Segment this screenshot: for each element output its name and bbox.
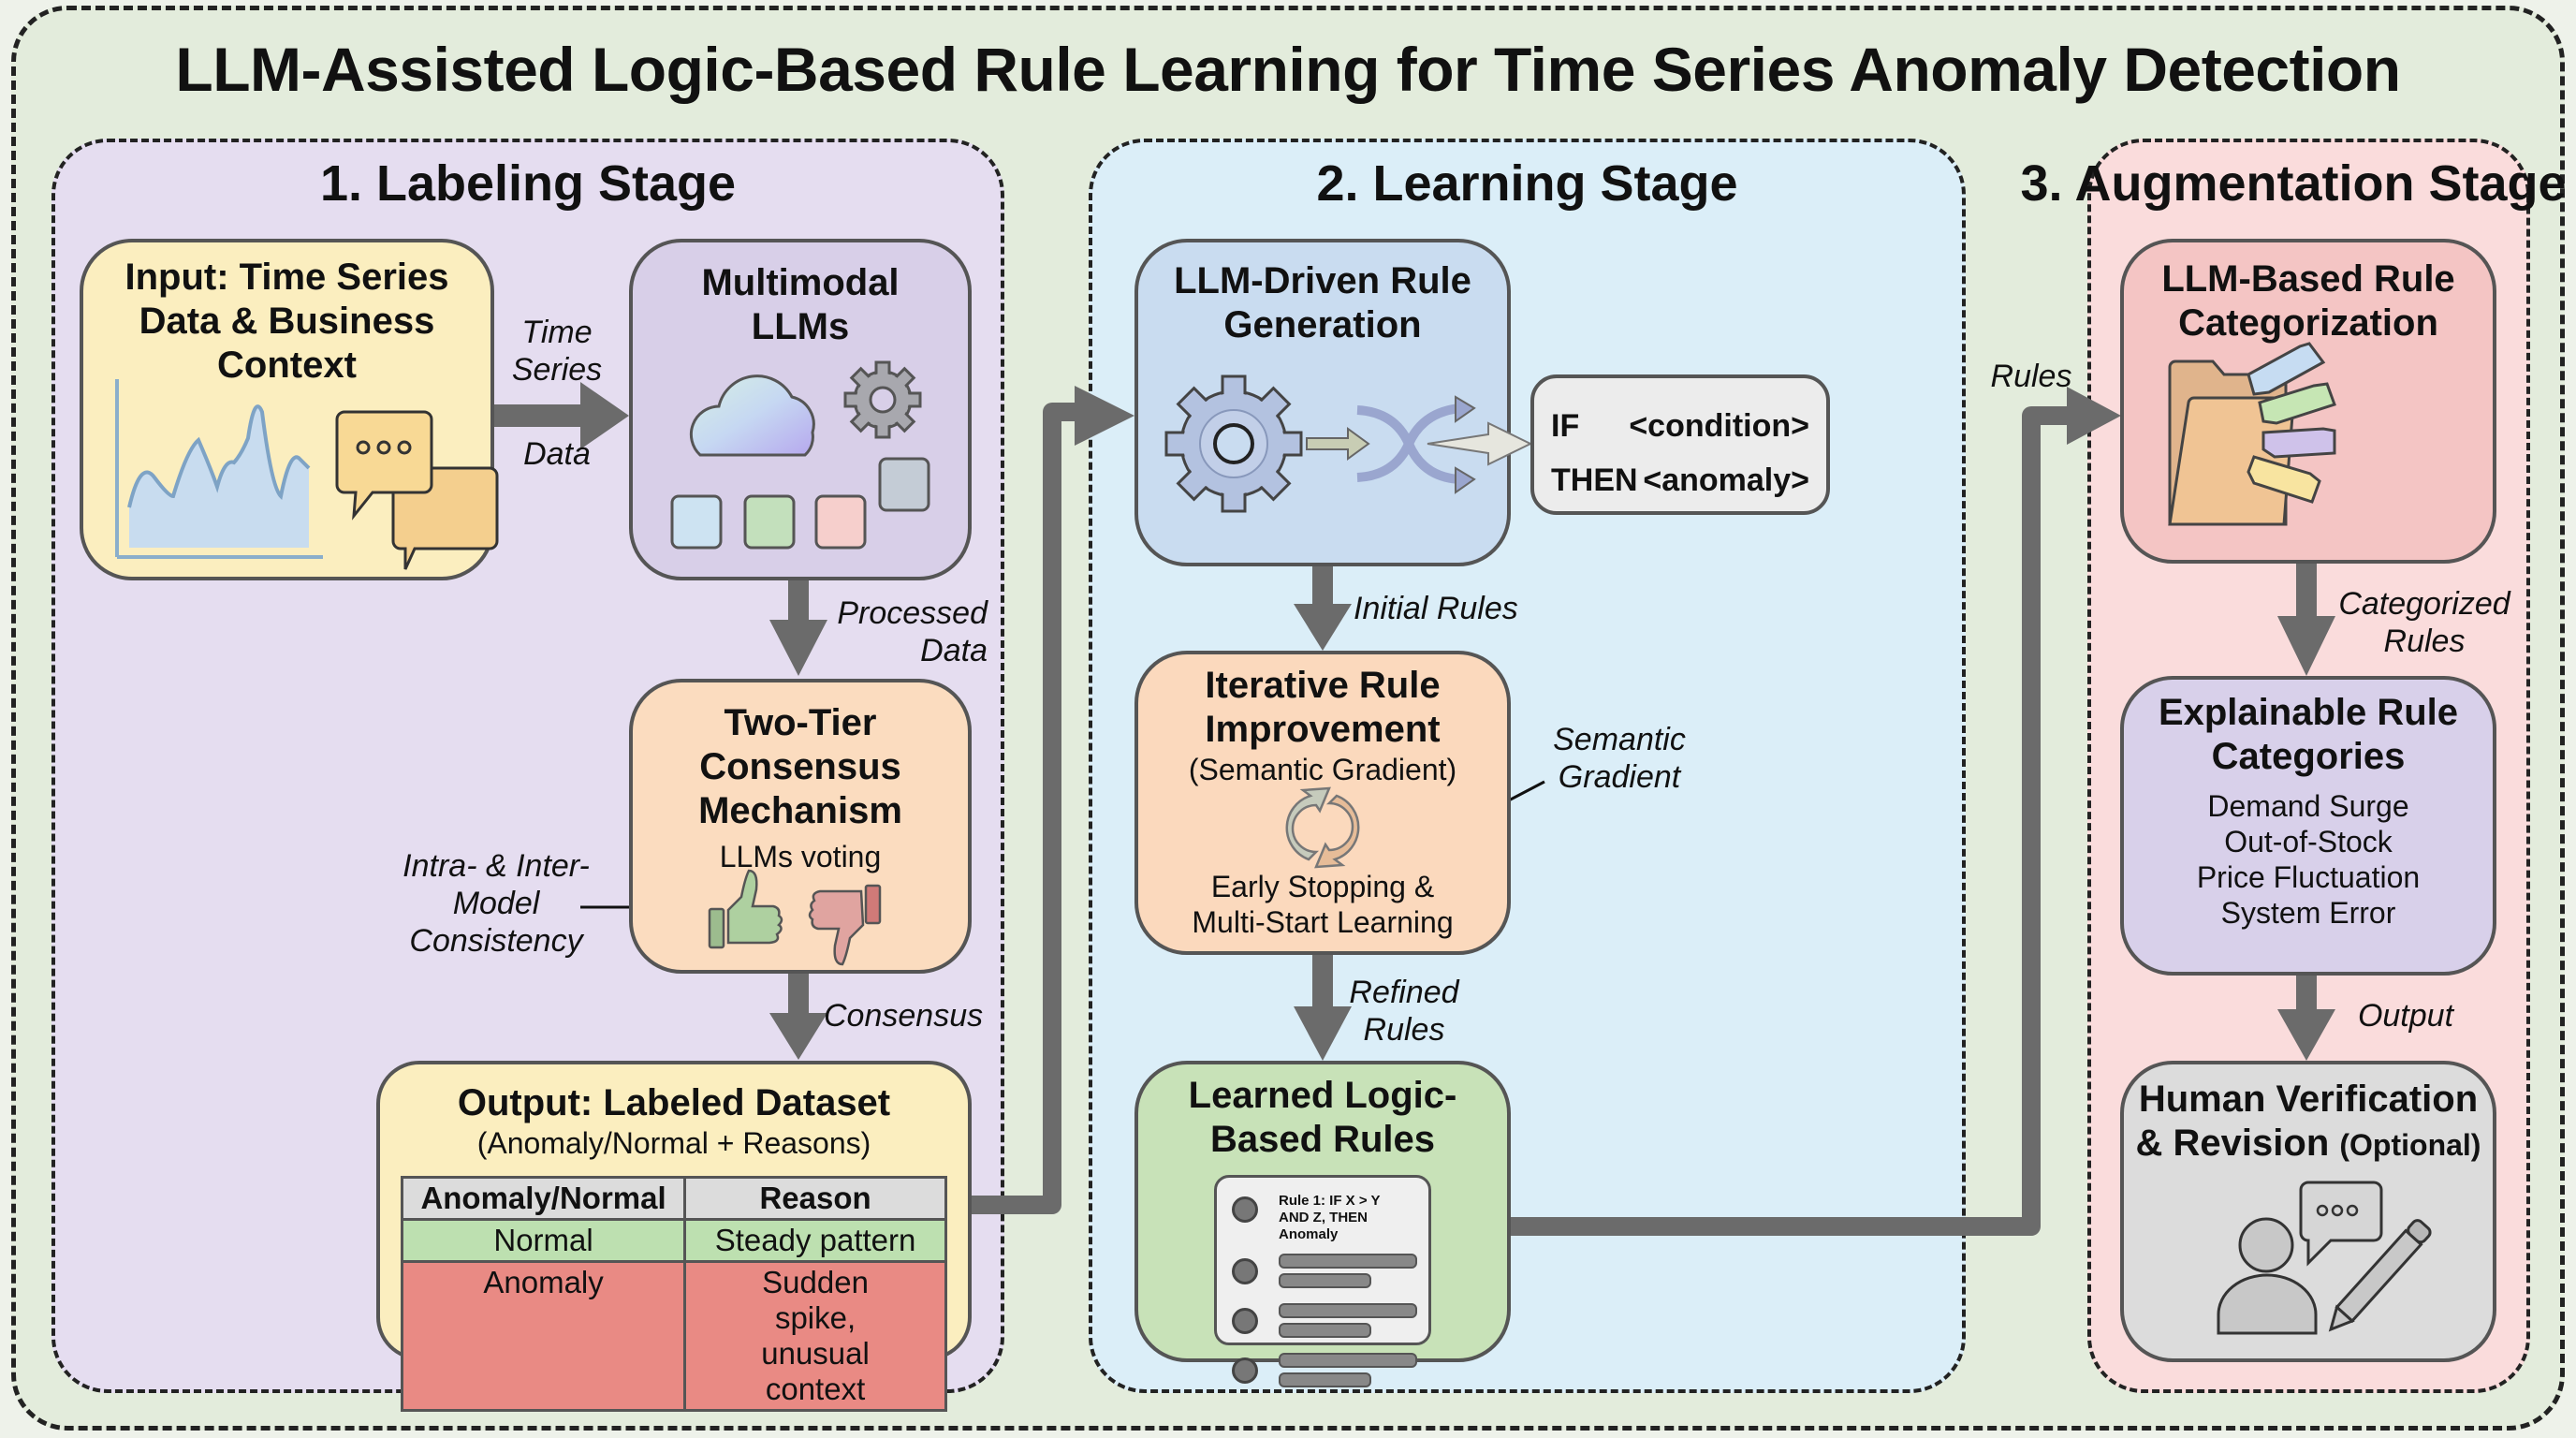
- optional-tag: (Optional): [2339, 1128, 2481, 1162]
- edge-label-categorized-rules: Categorized Rules: [2338, 586, 2510, 659]
- arrow-head: [769, 620, 827, 676]
- table-cell-label: Anomaly: [400, 1260, 687, 1412]
- table-header: Anomaly/Normal: [400, 1176, 687, 1221]
- input-box-title: Input: Time Series Data & Business Conte…: [124, 257, 449, 386]
- rule-categories-title: Explainable Rule Categories: [2158, 692, 2459, 777]
- arrow-head: [2067, 387, 2121, 445]
- rule-improvement-footer: Early Stopping & Multi-Start Learning: [1192, 870, 1454, 939]
- arrow-learned-to-categorization: [1509, 406, 2069, 1236]
- arrow-head: [2277, 1009, 2335, 1061]
- rule-1-text: Rule 1: IF X > Y AND Z, THEN Anomaly: [1279, 1193, 1381, 1242]
- human-verification-title: Human Verification & Revision (Optional): [2124, 1078, 2493, 1167]
- bullet-icon: [1232, 1257, 1258, 1284]
- arrow-categorization-to-categories: [2296, 564, 2317, 620]
- table-cell-reason: Sudden spike, unusual context: [683, 1260, 947, 1412]
- bullet-icon: [1232, 1357, 1258, 1384]
- rule-improvement-title: Iterative Rule Improvement: [1205, 665, 1441, 750]
- arrow-head: [769, 1013, 827, 1060]
- labeled-dataset-table: Anomaly/Normal Reason Normal Steady patt…: [400, 1176, 947, 1412]
- edge-label-initial-rules: Initial Rules: [1354, 591, 1518, 626]
- arrow-improvement-to-learned: [1312, 955, 1333, 1011]
- arrow-head: [580, 382, 629, 449]
- edge-label-data: Data: [523, 436, 591, 472]
- rule-improvement-box: Iterative Rule Improvement (Semantic Gra…: [1134, 651, 1511, 955]
- arrow-consensus-to-output: [788, 974, 809, 1016]
- edge-label-semantic-gradient: Semantic Gradient: [1553, 722, 1686, 795]
- edge-label-consistency: Intra- & Inter-Model Consistency: [402, 848, 590, 959]
- augmentation-stage-title: 3. Augmentation Stage: [2020, 155, 2567, 212]
- table-row: Normal Steady pattern: [400, 1218, 947, 1263]
- edge-label-time-series: Time Series: [511, 315, 603, 388]
- rule-template-anomaly: <anomaly>: [1643, 462, 1809, 498]
- edge-label-output: Output: [2357, 998, 2454, 1034]
- rule-improvement-subtitle: (Semantic Gradient): [1188, 753, 1457, 786]
- edge-label-processed-data: Processed Data: [837, 595, 988, 668]
- rule-template-then: THEN: [1551, 462, 1638, 498]
- table-cell-label: Normal: [400, 1218, 687, 1263]
- output-dataset-subtitle: (Anomaly/Normal + Reasons): [476, 1126, 871, 1160]
- rule-template-condition: <condition>: [1629, 408, 1809, 444]
- arrow-head: [2277, 616, 2335, 676]
- category-item: System Error: [2220, 896, 2396, 930]
- learned-rules-box: Learned Logic-Based Rules Rule 1: IF X >…: [1134, 1061, 1511, 1387]
- arrow-head: [1294, 1006, 1352, 1061]
- rule-template-box: IF <condition> THEN <anomaly>: [1530, 374, 1830, 515]
- rule-template-if: IF: [1551, 408, 1580, 444]
- consensus-title: Two-Tier Consensus Mechanism: [698, 702, 902, 831]
- table-row: Anomaly Sudden spike, unusual context: [400, 1260, 947, 1412]
- arrow-head: [1294, 604, 1352, 651]
- rule-categories-box: Explainable Rule Categories Demand Surge…: [2120, 676, 2496, 976]
- arrow-categories-to-human: [2296, 976, 2317, 1013]
- multimodal-llm-title: Multimodal LLMs: [701, 262, 900, 347]
- edge-label-refined-rules: Refined Rules: [1349, 975, 1459, 1048]
- arrow-generation-to-improvement: [1312, 566, 1333, 609]
- rule-categorization-title: LLM-Based Rule Categorization: [2161, 258, 2455, 344]
- category-item: Demand Surge: [2207, 789, 2409, 823]
- labeling-stage-title: 1. Labeling Stage: [319, 155, 737, 212]
- consensus-subtitle: LLMs voting: [719, 840, 882, 873]
- category-item: Price Fluctuation: [2196, 860, 2421, 894]
- arrow-output-to-generation: [971, 403, 1076, 1214]
- output-dataset-title: Output: Labeled Dataset: [457, 1082, 891, 1123]
- bullet-icon: [1232, 1196, 1258, 1223]
- arrow-head: [1075, 386, 1134, 446]
- edge-label-rules: Rules: [1990, 359, 2072, 394]
- diagram-title: LLM-Assisted Logic-Based Rule Learning f…: [175, 35, 2401, 104]
- learned-rules-title: Learned Logic-Based Rules: [1188, 1075, 1457, 1160]
- learning-stage-title: 2. Learning Stage: [1316, 155, 1738, 212]
- category-item: Out-of-Stock: [2224, 825, 2393, 858]
- arrow-input-to-llm: [493, 404, 582, 427]
- rule-generation-title: LLM-Driven Rule Generation: [1174, 260, 1471, 345]
- human-verification-title-text: Human Verification & Revision: [2135, 1078, 2479, 1164]
- arrow-llm-to-consensus: [788, 580, 809, 623]
- table-header: Reason: [683, 1176, 947, 1221]
- edge-label-consensus: Consensus: [824, 998, 984, 1034]
- consensus-box: Two-Tier Consensus Mechanism LLMs voting: [629, 679, 972, 974]
- rule-list-card: Rule 1: IF X > Y AND Z, THEN Anomaly: [1214, 1175, 1431, 1387]
- output-dataset-box: Output: Labeled Dataset (Anomaly/Normal …: [376, 1061, 972, 1412]
- table-cell-reason: Steady pattern: [683, 1218, 947, 1263]
- bullet-icon: [1232, 1307, 1258, 1334]
